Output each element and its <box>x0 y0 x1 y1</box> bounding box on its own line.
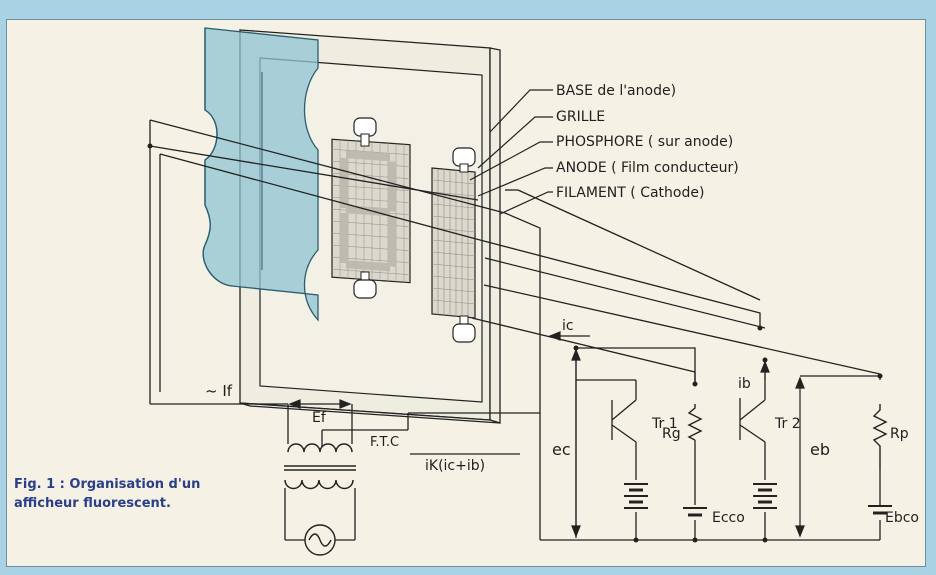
label-filament: FILAMENT ( Cathode) <box>556 185 704 201</box>
label-tr1: Tr 1 <box>651 416 678 432</box>
digit-left <box>331 117 411 299</box>
digit-right <box>431 147 476 343</box>
label-anode: ANODE ( Film conducteur) <box>556 160 739 176</box>
battery-ecco <box>683 507 707 517</box>
label-ef: Ef <box>312 410 327 426</box>
caption-line-1: Fig. 1 : Organisation d'un <box>14 477 201 492</box>
label-phosphore: PHOSPHORE ( sur anode) <box>556 134 733 150</box>
voltage-arrows <box>288 331 805 538</box>
label-leaders <box>469 89 553 215</box>
label-ic: ic <box>562 318 574 334</box>
label-rg: Rg <box>662 426 681 442</box>
label-rp: Rp <box>890 426 909 442</box>
resistor-rg <box>687 404 703 441</box>
circuit-labels: ~ If Ef F.T.C iK(ic+ib) ic ib ec eb Tr 1… <box>205 318 919 526</box>
wiring <box>149 119 881 541</box>
label-eb: eb <box>810 440 830 459</box>
battery-tr2 <box>753 483 777 509</box>
label-ftc: F.T.C <box>370 435 399 450</box>
battery-ebco <box>868 505 892 515</box>
glass-cover <box>202 27 319 322</box>
label-grille: GRILLE <box>556 109 605 125</box>
label-ecco: Ecco <box>712 510 745 526</box>
label-tr2: Tr 2 <box>774 416 801 432</box>
label-ebco: Ebco <box>885 510 919 526</box>
resistor-rp <box>872 404 888 470</box>
label-ib: ib <box>738 376 751 392</box>
device-labels: BASE de l'anode) GRILLE PHOSPHORE ( sur … <box>556 83 739 201</box>
caption-line-2: afficheur fluorescent. <box>14 496 171 511</box>
label-base: BASE de l'anode) <box>556 83 676 99</box>
junction-dots <box>147 143 883 543</box>
ac-source <box>304 524 336 556</box>
battery-tr1 <box>624 483 648 509</box>
label-if: ~ If <box>205 382 233 400</box>
label-ik: iK(ic+ib) <box>425 458 485 474</box>
transformer <box>284 443 356 490</box>
label-ec: ec <box>552 440 571 459</box>
figure-caption: Fig. 1 : Organisation d'un afficheur flu… <box>14 475 264 513</box>
